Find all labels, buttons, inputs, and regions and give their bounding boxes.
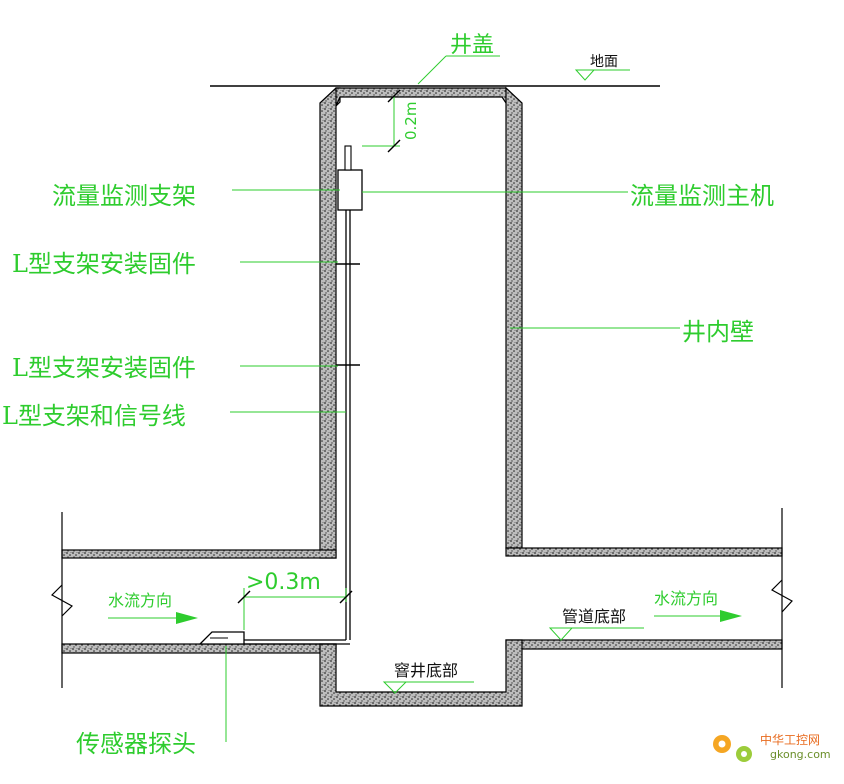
- ground-symbol: [574, 69, 596, 81]
- pipe-bottom-label: 管道底部: [562, 607, 626, 626]
- flow-arrow-left-head: [176, 612, 198, 624]
- watermark: 中华工控网 gkong.com: [713, 732, 831, 762]
- well-structure: [61, 86, 783, 707]
- left-pipe-top-wall: [61, 549, 337, 559]
- distance-label: >0.3m: [246, 570, 321, 595]
- l-fixture-upper-label: L型支架安装固件: [12, 250, 196, 278]
- pipe-break-right: [771, 508, 793, 688]
- right-pipe-bottom-wall: [505, 639, 783, 650]
- well-inner-wall-label: 井内壁: [682, 318, 754, 346]
- cover-leader: [417, 55, 447, 85]
- manhole-cover-label: 井盖: [450, 33, 494, 58]
- flow-direction-left-label: 水流方向: [108, 591, 172, 610]
- well-sump: [319, 639, 523, 707]
- l-bracket: [244, 148, 351, 645]
- flow-arrow-right-head: [720, 610, 742, 622]
- flow-host-label: 流量监测主机: [630, 182, 774, 210]
- watermark-url: gkong.com: [770, 748, 831, 761]
- clearance-label: 0.2m: [402, 102, 420, 140]
- ground-label: 地面: [590, 54, 618, 70]
- well-cover-slab: [335, 87, 522, 107]
- pipe-bottom-symbol: [548, 627, 574, 641]
- clearance-dimension: [362, 89, 401, 153]
- l-bracket-signal-label: L型支架和信号线: [2, 402, 186, 430]
- well-bottom-symbol: [382, 681, 408, 694]
- right-shaft-wall: [505, 86, 523, 549]
- flow-monitoring-host: [337, 169, 363, 211]
- right-pipe-top-wall: [505, 547, 783, 557]
- distance-dimension: [237, 588, 353, 630]
- flow-direction-right-label: 水流方向: [654, 589, 718, 608]
- gear-icon: [713, 735, 752, 762]
- host-antenna: [344, 145, 352, 171]
- left-shaft-wall: [319, 87, 341, 559]
- well-bottom-label: 窨井底部: [394, 661, 458, 680]
- flow-bracket-label: 流量监测支架: [52, 182, 196, 210]
- pipe-break-left: [51, 512, 73, 688]
- left-pipe-bottom-wall: [61, 643, 337, 654]
- l-fixture-lower-label: L型支架安装固件: [12, 354, 196, 382]
- sensor-probe-label: 传感器探头: [76, 730, 196, 758]
- watermark-brand: 中华工控网: [760, 732, 820, 747]
